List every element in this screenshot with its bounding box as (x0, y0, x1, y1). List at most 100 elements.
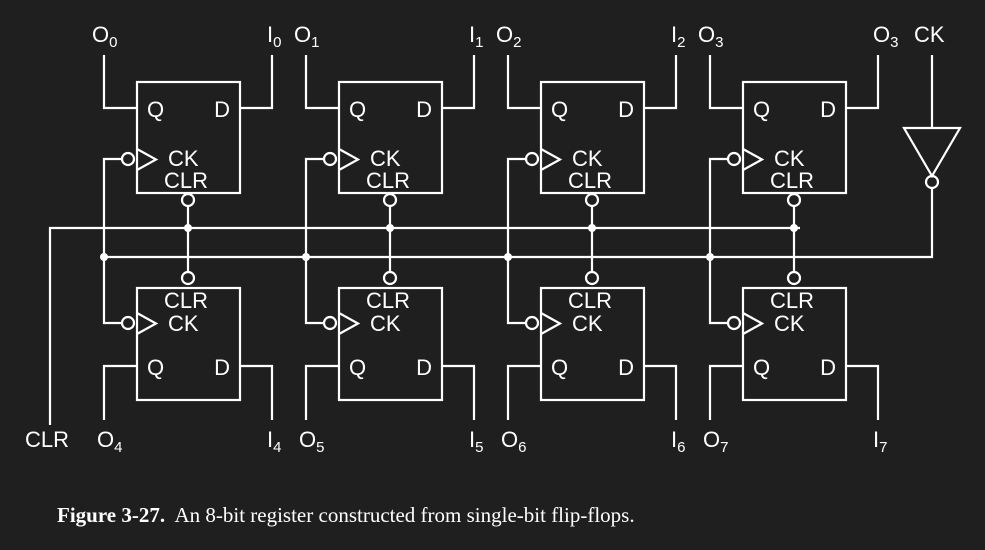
input-label-bottom-0: I4 (267, 427, 281, 456)
clr-pin-label: CLR (164, 288, 208, 313)
junction-dot (588, 224, 596, 232)
output-label-bottom-2: O6 (501, 427, 526, 456)
input-label-bottom-3: I7 (873, 427, 887, 456)
d-input-wire (240, 55, 274, 110)
ck-pin-label: CK (370, 311, 401, 336)
q-pin-label: Q (147, 97, 164, 122)
output-label-top-1: O1 (294, 22, 319, 51)
clock-triangle (540, 312, 563, 335)
clr-pin-label: CLR (770, 288, 814, 313)
d-pin-label: D (416, 355, 432, 380)
clock-inversion-bubble (524, 151, 540, 167)
clr-pin-label: CLR (164, 168, 208, 193)
clear-inversion-bubble (786, 270, 802, 286)
clock-wire (708, 257, 728, 325)
output-label-top-0: O0 (92, 22, 117, 51)
input-label-top-2: I2 (671, 22, 685, 51)
d-pin-label: D (820, 355, 836, 380)
ck-pin-label: CK (774, 311, 805, 336)
clock-inversion-bubble (322, 315, 338, 331)
clear-inversion-bubble (382, 192, 398, 208)
clear-inversion-bubble (180, 192, 196, 208)
input-label-top-0: I0 (267, 22, 281, 51)
clock-triangle (742, 312, 765, 335)
clr-pin-label: CLR (366, 168, 410, 193)
clock-input-label: CK (914, 22, 945, 47)
output-label-bottom-3: O7 (703, 427, 728, 456)
q-pin-label: Q (349, 355, 366, 380)
clr-pin-label: CLR (366, 288, 410, 313)
caption-text: An 8-bit register constructed from singl… (174, 503, 635, 527)
clear-inversion-bubble (382, 270, 398, 286)
output-label-bottom-1: O5 (299, 427, 324, 456)
input-label-bottom-2: I6 (671, 427, 685, 456)
q-output-wire (708, 364, 743, 420)
flip-flop-4 (135, 286, 242, 402)
d-pin-label: D (214, 355, 230, 380)
flip-flop-6 (539, 286, 646, 402)
flip-flop-5 (337, 286, 444, 402)
clock-inversion-bubble (726, 151, 742, 167)
q-output-wire (506, 364, 541, 420)
clock-wire (304, 257, 324, 325)
ck-pin-label: CK (572, 311, 603, 336)
d-pin-label: D (820, 97, 836, 122)
clock-triangle (540, 148, 563, 171)
q-pin-label: Q (551, 97, 568, 122)
clock-wire (506, 257, 526, 325)
ck-pin-label: CK (168, 146, 199, 171)
clr-pin-label: CLR (568, 288, 612, 313)
ck-pin-label: CK (572, 146, 603, 171)
d-pin-label: D (618, 97, 634, 122)
junction-dot (790, 224, 798, 232)
q-pin-label: Q (753, 355, 770, 380)
d-pin-label: D (214, 97, 230, 122)
clock-wire (708, 157, 728, 257)
clock-triangle (136, 148, 159, 171)
clock-wire (102, 257, 122, 325)
q-output-wire (102, 364, 137, 420)
d-input-wire (442, 364, 476, 420)
q-pin-label: Q (349, 97, 366, 122)
clear-inversion-bubble (584, 192, 600, 208)
inverter-triangle (902, 126, 962, 179)
clr-pin-label: CLR (568, 168, 612, 193)
junction-dot (386, 224, 394, 232)
clock-wire (506, 157, 526, 257)
clear-bus (48, 226, 800, 425)
clock-wire (102, 157, 122, 257)
clock-triangle (338, 312, 361, 335)
clr-pin-label: CLR (770, 168, 814, 193)
clock-triangle (338, 148, 361, 171)
input-label-top-3: O3 (873, 22, 898, 51)
figure-caption: Figure 3-27. An 8-bit register construct… (57, 503, 635, 528)
output-label-top-3: O3 (698, 22, 723, 51)
clock-wire (304, 157, 324, 257)
d-input-wire (644, 55, 678, 110)
q-output-wire (304, 364, 339, 420)
ck-pin-label: CK (370, 146, 401, 171)
d-pin-label: D (416, 97, 432, 122)
q-pin-label: Q (753, 97, 770, 122)
clear-inversion-bubble (584, 270, 600, 286)
d-input-wire (644, 364, 678, 420)
clock-inversion-bubble (120, 315, 136, 331)
ck-pin-label: CK (168, 311, 199, 336)
clear-input-label: CLR (25, 427, 69, 452)
q-output-wire (102, 55, 137, 110)
clock-inversion-bubble (726, 315, 742, 331)
clear-inversion-bubble (180, 270, 196, 286)
flip-flop-7 (741, 286, 848, 402)
q-pin-label: Q (147, 355, 164, 380)
d-input-wire (442, 55, 476, 110)
d-input-wire (846, 364, 880, 420)
inverter-bubble (924, 174, 940, 190)
q-output-wire (506, 55, 541, 110)
clock-inversion-bubble (120, 151, 136, 167)
clock-triangle (742, 148, 765, 171)
d-pin-label: D (618, 355, 634, 380)
d-input-wire (846, 55, 880, 110)
clear-inversion-bubble (786, 192, 802, 208)
q-pin-label: Q (551, 355, 568, 380)
q-output-wire (304, 55, 339, 110)
